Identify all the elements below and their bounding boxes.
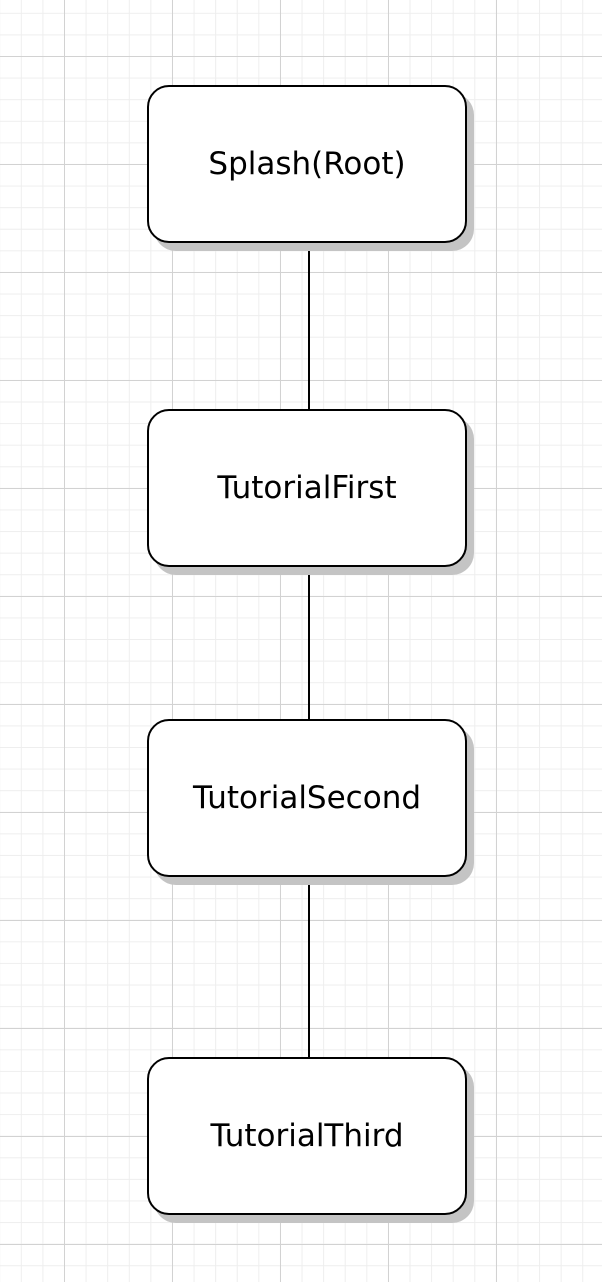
connector-tutorial-first-to-tutorial-second[interactable] <box>308 567 310 721</box>
node-label: Splash(Root) <box>208 146 406 182</box>
node-label: TutorialSecond <box>192 780 422 816</box>
connector-splash-to-tutorial-first[interactable] <box>308 243 310 411</box>
node-splash-root[interactable]: Splash(Root) <box>147 85 467 243</box>
node-label: TutorialThird <box>210 1118 404 1154</box>
node-tutorial-first[interactable]: TutorialFirst <box>147 409 467 567</box>
connector-tutorial-second-to-tutorial-third[interactable] <box>308 877 310 1059</box>
node-tutorial-third[interactable]: TutorialThird <box>147 1057 467 1215</box>
node-tutorial-second[interactable]: TutorialSecond <box>147 719 467 877</box>
node-label: TutorialFirst <box>217 470 397 506</box>
